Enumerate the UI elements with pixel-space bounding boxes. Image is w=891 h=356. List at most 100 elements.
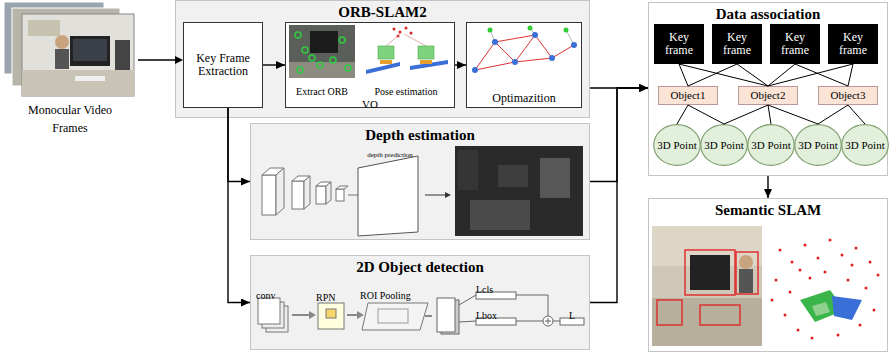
link-line: [679, 64, 768, 86]
semantic-slam-image: [685, 250, 735, 295]
depth-network: [445, 192, 451, 198]
depth-network: [425, 195, 446, 196]
depth-map-image: [458, 150, 478, 190]
orb-feature-image: [330, 57, 336, 63]
orb-feature-image: [295, 32, 301, 38]
panel-title: Semantic SLAM: [715, 202, 821, 218]
panel: Data associationKey frame Key frame Key fr…: [648, 2, 888, 176]
text-holder: Extract ORB: [287, 81, 357, 99]
circle-shape: [748, 125, 795, 166]
depth-network: [358, 156, 418, 236]
label-holder: conv: [256, 285, 296, 303]
input-arrow: [138, 59, 176, 61]
video-frames: [73, 39, 107, 61]
graph-optimization-figure: [566, 30, 574, 45]
point-cloud: [847, 279, 850, 282]
point-cloud: [771, 299, 774, 302]
title-holder: ORB-SLAM2: [176, 3, 589, 21]
orb-feature-image: [289, 62, 355, 78]
figure-label: Lcls: [476, 284, 493, 295]
point-cloud: [784, 314, 787, 317]
point-cloud: [817, 257, 820, 260]
point-cloud: [789, 291, 792, 294]
process-box: Object2: [738, 86, 798, 105]
graph-optimization-figure: [549, 55, 555, 61]
process-box: Key frame: [828, 24, 878, 64]
semantic-slam-image: [700, 305, 740, 325]
semantic-slam-image: [739, 255, 753, 269]
link-line: [679, 64, 688, 86]
process-box: Key frame: [654, 24, 704, 64]
link-line: [848, 64, 853, 86]
video-frames: [115, 40, 130, 70]
graph-optimization-figure: [490, 30, 495, 42]
pose-estimation-figure: [393, 28, 396, 31]
figure-label: conv: [256, 290, 275, 301]
detection-network: [258, 292, 584, 334]
point-circle: 3D Point: [794, 124, 842, 166]
orb-feature-image: [339, 37, 345, 43]
detection-network: [543, 316, 553, 326]
video-frames: [22, 70, 134, 96]
point-cloud: [869, 261, 872, 264]
graph-optimization-figure: [530, 28, 535, 35]
detection-network: [476, 318, 516, 325]
pose-estimation-figure: [418, 46, 434, 59]
link-line: [737, 64, 768, 86]
process-box: Object3: [818, 86, 878, 105]
box-label: Extract ORB: [296, 86, 348, 97]
video-frames: [55, 49, 69, 69]
video-frames: [12, 8, 120, 86]
detection-network: [378, 309, 408, 323]
point-cloud: [804, 244, 807, 247]
link-line: [724, 105, 768, 124]
link-line: [768, 105, 771, 124]
input-arrow: [138, 56, 183, 64]
flow-arrow: [455, 64, 466, 65]
depth-network: [262, 168, 284, 175]
box-label: Key frame: [830, 31, 876, 57]
depth-network: [262, 175, 276, 215]
circle-shape: [842, 125, 889, 166]
panel-title: Depth estimation: [365, 127, 475, 143]
semantic-slam-image: [652, 226, 762, 346]
box-label: Key frame: [714, 31, 760, 57]
circle-shape: [701, 125, 748, 166]
process-box: Optimazition: [466, 22, 582, 108]
panel-title: Data association: [716, 6, 821, 22]
figure-label: Monocular Video Frames: [28, 103, 112, 135]
flow-arrow: [228, 108, 250, 182]
box-label: Object1: [671, 89, 706, 101]
graph-optimization-figure: [515, 58, 552, 62]
point-cloud: [809, 277, 812, 280]
point-cloud: [775, 279, 778, 282]
pose-estimation-figure: [399, 31, 402, 34]
graph-optimization-figure: [528, 26, 533, 31]
depth-network: [276, 168, 284, 215]
orb-feature-image: [317, 62, 323, 68]
point-cloud: [779, 249, 782, 252]
depth-map-image: [540, 158, 570, 198]
title-holder: Depth estimation: [251, 126, 589, 144]
pose-estimation-figure: [410, 60, 448, 70]
text-holder: Pose estimation: [360, 81, 452, 99]
panel-title: ORB-SLAM2: [338, 4, 426, 20]
link-line: [848, 105, 865, 124]
link-line: [818, 105, 848, 124]
point-circle: 3D Point: [700, 124, 748, 166]
box-label: Key frame: [656, 31, 702, 57]
detection-network: [357, 311, 364, 319]
pose-estimation-figure: [405, 27, 408, 30]
detection-network: [326, 309, 336, 318]
link-line: [768, 64, 853, 86]
label-holder: depth prediction: [360, 143, 420, 161]
graph-optimization-figure: [495, 35, 535, 42]
point-cloud: [812, 302, 830, 316]
depth-network: [316, 182, 331, 186]
detection-network: [516, 295, 548, 316]
orb-feature-image: [345, 65, 351, 71]
orb-feature-image: [310, 31, 338, 53]
point-cloud: [799, 269, 802, 272]
link-line: [795, 64, 848, 86]
label-holder: RPN: [316, 287, 356, 305]
